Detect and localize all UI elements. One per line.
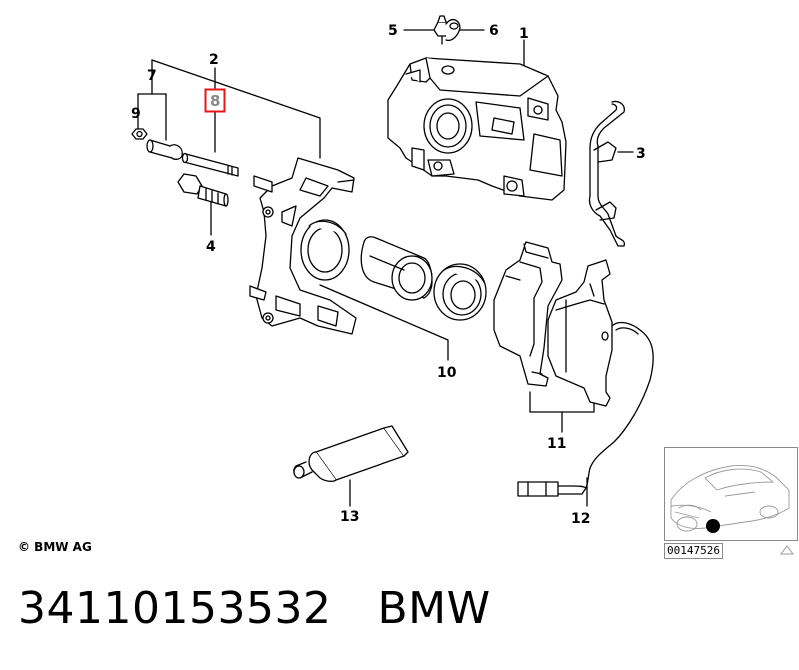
vehicle-location-thumbnail[interactable]	[664, 447, 798, 541]
callout-6[interactable]: 6	[489, 23, 499, 39]
callout-13[interactable]: 13	[340, 509, 359, 525]
brand-name: BMW	[377, 583, 491, 634]
wear-sensor-part-12[interactable]	[517, 321, 654, 497]
thumbnail-id: 00147526	[664, 543, 723, 559]
part-footer: 34110153532 BMW	[18, 583, 537, 634]
dust-cap-part-6[interactable]	[445, 18, 461, 42]
callout-12[interactable]: 12	[571, 511, 590, 527]
callout-10[interactable]: 10	[437, 365, 457, 381]
leader-lines	[137, 29, 634, 507]
part-number: 34110153532	[18, 583, 332, 634]
callout-5[interactable]: 5	[388, 23, 398, 39]
seal-ring-part-10[interactable]	[300, 219, 350, 281]
caliper-housing-part-1[interactable]	[387, 57, 567, 201]
brake-pad-front-part-11[interactable]	[493, 241, 563, 387]
callout-3[interactable]: 3	[636, 146, 646, 162]
callout-9[interactable]: 9	[131, 106, 141, 122]
hex-bolt-part-4[interactable]	[177, 173, 229, 207]
piston-part-10[interactable]	[360, 236, 433, 301]
callout-1[interactable]: 1	[519, 26, 529, 42]
grease-tube-part-13[interactable]	[293, 425, 409, 482]
car-outline-icon	[670, 465, 790, 533]
callout-11[interactable]: 11	[547, 436, 566, 452]
sleeve-part-7[interactable]	[146, 139, 183, 160]
nut-part-9[interactable]	[131, 128, 148, 140]
triangle-icon	[780, 545, 794, 555]
copyright-notice: © BMW AG	[18, 540, 92, 554]
location-marker-icon	[706, 519, 720, 533]
callout-7[interactable]: 7	[147, 68, 157, 84]
callout-2[interactable]: 2	[209, 52, 219, 68]
caliper-carrier-bracket[interactable]	[249, 157, 357, 335]
highlight-box-part-8	[204, 88, 226, 113]
callout-8[interactable]: 8	[210, 92, 220, 110]
callout-4[interactable]: 4	[206, 239, 216, 255]
spring-clip-part-3[interactable]	[588, 100, 626, 247]
guide-pin-part-8[interactable]	[181, 152, 239, 177]
dust-boot-part-10[interactable]	[433, 263, 487, 321]
brake-pad-rear-part-11[interactable]	[547, 259, 613, 407]
